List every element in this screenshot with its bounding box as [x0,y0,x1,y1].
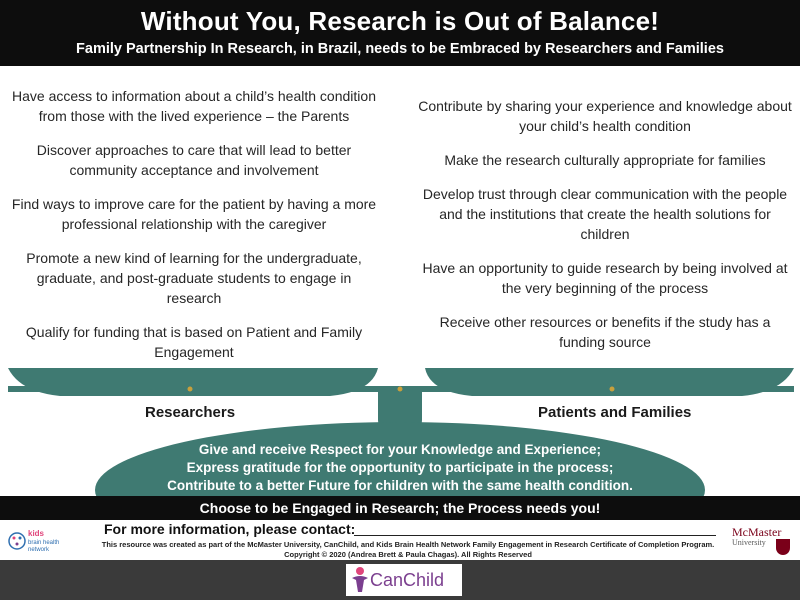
info-strip: For more information, please contact: Th… [0,520,800,560]
kbh-logo-text: brain health [28,540,59,546]
page-title: Without You, Research is Out of Balance! [140,6,660,36]
researcher-point: Promote a new kind of learning for the u… [26,250,362,306]
commitment-line: Contribute to a better Future for childr… [167,478,633,493]
kbh-logo-text: kids [28,529,45,538]
kids-brain-health-network-logo: kids brain health network [8,529,59,553]
page-subtitle: Family Partnership In Research, in Brazi… [76,41,724,57]
balance-scale-graphic [8,368,794,500]
shared-commitments: Give and receive Respect for your Knowle… [100,441,700,495]
contact-label: For more information, please contact: [104,521,356,537]
fine-print: This resource was created as part of the… [88,540,728,560]
family-point: Receive other resources or benefits if t… [439,314,771,350]
families-label: Patients and Families [538,404,692,421]
researchers-points: Have access to information about a child… [8,70,380,376]
researcher-point: Find ways to improve care for the patien… [11,196,377,232]
families-points: Contribute by sharing your experience an… [418,70,792,366]
canchild-logo: CanChild [346,564,462,596]
mcmaster-logo-text: McMaster [732,525,782,539]
commitment-line: Give and receive Respect for your Knowle… [198,442,602,457]
copyright-text: Copyright © 2020 (Andrea Brett & Paula C… [284,550,532,559]
researcher-point: Discover approaches to care that will le… [36,142,352,178]
credit-text: This resource was created as part of the… [101,540,715,549]
mcmaster-logo: McMaster University [732,526,794,556]
beam-pivot-right [609,386,615,392]
scale-post [378,392,422,430]
researchers-label: Researchers [145,404,236,421]
beam-pivot-left [187,386,193,392]
footer-bar: CanChild [0,560,800,600]
researcher-point: Qualify for funding that is based on Pat… [25,324,363,360]
kbh-logo-text: network [28,547,50,553]
scale-base [95,422,705,500]
family-point: Contribute by sharing your experience an… [418,98,792,134]
family-point: Develop trust through clear communicatio… [422,186,788,242]
call-to-action-banner: Choose to be Engaged in Research; the Pr… [0,496,800,520]
family-point: Make the research culturally appropriate… [444,152,766,168]
header-banner: Without You, Research is Out of Balance!… [0,0,800,66]
researcher-point: Have access to information about a child… [12,88,376,124]
canchild-figure-icon [352,567,368,592]
contact-blank-line [354,535,716,536]
mcmaster-logo-subtext: University [732,538,766,547]
shield-icon [776,539,790,555]
beam-pivot-center [397,386,403,392]
canchild-logo-text: CanChild [370,570,445,590]
commitment-line: Express gratitude for the opportunity to… [186,460,614,475]
family-point: Have an opportunity to guide research by… [422,260,788,296]
